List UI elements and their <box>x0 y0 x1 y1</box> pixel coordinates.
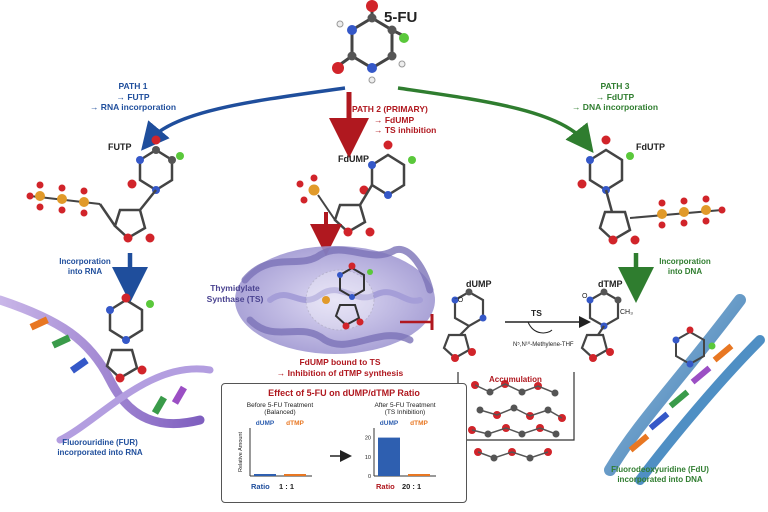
after-legend-dump: dUMP <box>380 420 399 427</box>
before-legend-dtmp: dTMP <box>286 420 304 427</box>
before-bar-dump <box>254 474 276 476</box>
rna-step-line1: Incorporation <box>59 257 111 266</box>
fdutp-label: FdUTP <box>636 142 665 152</box>
dump-molecule <box>442 288 487 362</box>
after-bar-dtmp <box>408 474 430 476</box>
before-legend-dump: dUMP <box>256 420 275 427</box>
before-header: Before 5-FU Treatment (Balanced) <box>230 402 330 416</box>
after-header-line1: After 5-FU Treatment <box>374 402 436 409</box>
ch3-label: CH₃ <box>620 309 633 316</box>
before-bar-dtmp <box>284 474 306 476</box>
dna-helix <box>604 294 765 485</box>
futp-label: FUTP <box>108 142 132 152</box>
fdutp-molecule <box>577 135 726 245</box>
cofactor-curve <box>527 321 553 334</box>
path1-line2: → FUTP <box>116 91 150 102</box>
5fu-molecule <box>332 0 409 84</box>
dtmp-oxygen-label: O <box>582 293 588 300</box>
dtmp-label: dTMP <box>598 279 623 289</box>
dtmp-molecule <box>580 288 622 362</box>
path3-arrow <box>397 86 594 154</box>
fdu-result-line1: Fluorodeoxyuridine (FdU) <box>611 465 709 474</box>
fur-result-label: Fluorouridine (FUR) incorporated into RN… <box>20 438 180 458</box>
dna-incorporation-label: Incorporation into DNA <box>640 257 730 277</box>
after-y-tick-2: 20 <box>365 436 371 442</box>
ts-name-line1: Thymidylate <box>210 283 260 293</box>
before-ratio-value: 1 : 1 <box>279 482 294 491</box>
path2-line3: → TS inhibition <box>374 125 437 136</box>
fur-result-line1: Fluorouridine (FUR) <box>62 438 138 447</box>
path3-line2: → FdUTP <box>595 91 635 102</box>
dna-step-line2: into DNA <box>667 267 703 276</box>
path2-line1: PATH 2 (PRIMARY) <box>352 104 428 114</box>
after-bar-dump <box>378 437 400 476</box>
after-y-tick-1: 10 <box>365 455 371 461</box>
fdump-label: FdUMP <box>338 154 369 164</box>
rna-incorporation-label: Incorporation into RNA <box>40 257 130 277</box>
before-y-axis-label: Relative Amount <box>238 432 244 473</box>
after-ratio-label: Ratio <box>376 482 395 491</box>
dump-label: dUMP <box>466 279 492 289</box>
ratio-chart-title: Effect of 5-FU on dUMP/dTMP Ratio <box>268 388 420 398</box>
ts-name-line2: Synthase (TS) <box>206 293 264 304</box>
fdu-result-line2: incorporated into DNA <box>617 475 703 484</box>
dna-step-line1: Incorporation <box>659 257 711 266</box>
after-legend-dtmp: dTMP <box>410 420 428 427</box>
futp-molecule <box>26 135 184 243</box>
path1-label: PATH 1 → FUTP → RNA incorporation <box>68 81 198 113</box>
path1-line1: PATH 1 <box>118 81 148 91</box>
ts-enzyme-name: Thymidylate Synthase (TS) <box>195 283 275 304</box>
ratio-charts-svg: Ratio 1 : 1 Ratio 20 : 1 Relative Amount… <box>238 420 436 491</box>
fdump-molecule <box>296 140 416 237</box>
o-minus-label: ⁻O <box>454 297 464 304</box>
path1-line3: → RNA incorporation <box>89 102 177 113</box>
after-y-tick-0: 0 <box>368 474 371 480</box>
path1-arrow <box>141 86 346 151</box>
path2-line2: → FdUMP <box>374 114 415 125</box>
rna-strand <box>0 293 214 444</box>
fdump-bound-label: FdUMP bound to TS → Inhibition of dTMP s… <box>255 357 425 378</box>
before-ratio-label: Ratio <box>251 482 270 491</box>
path3-line3: → DNA incorporation <box>571 102 659 113</box>
5fu-title: 5-FU <box>384 9 418 26</box>
path2-label: PATH 2 (PRIMARY) → FdUMP → TS inhibition <box>352 104 462 136</box>
fur-result-line2: incorporated into RNA <box>57 448 143 457</box>
ts-enzyme-label: TS <box>531 308 542 318</box>
before-header-line1: Before 5-FU Treatment <box>246 402 314 409</box>
after-header: After 5-FU Treatment (TS Inhibition) <box>350 402 460 416</box>
cofactor-label: N⁵,N¹⁰-Methylene-THF <box>513 341 574 348</box>
accumulated-dump-pile <box>468 380 566 462</box>
accumulation-label: Accumulation <box>489 375 542 384</box>
after-header-line2: (TS Inhibition) <box>384 409 426 416</box>
fdu-result-label: Fluorodeoxyuridine (FdU) incorporated in… <box>580 465 740 485</box>
bound-line2: → Inhibition of dTMP synthesis <box>276 367 404 378</box>
before-header-line2: (Balanced) <box>264 409 296 416</box>
path3-line1: PATH 3 <box>600 81 630 91</box>
rna-step-line2: into RNA <box>67 267 103 276</box>
ts-protein <box>235 245 435 354</box>
ratio-chart-box: Effect of 5-FU on dUMP/dTMP Ratio Before… <box>221 383 467 503</box>
path3-label: PATH 3 → FdUTP → DNA incorporation <box>555 81 675 113</box>
bound-line1: FdUMP bound to TS <box>299 357 381 367</box>
after-ratio-value: 20 : 1 <box>402 482 421 491</box>
